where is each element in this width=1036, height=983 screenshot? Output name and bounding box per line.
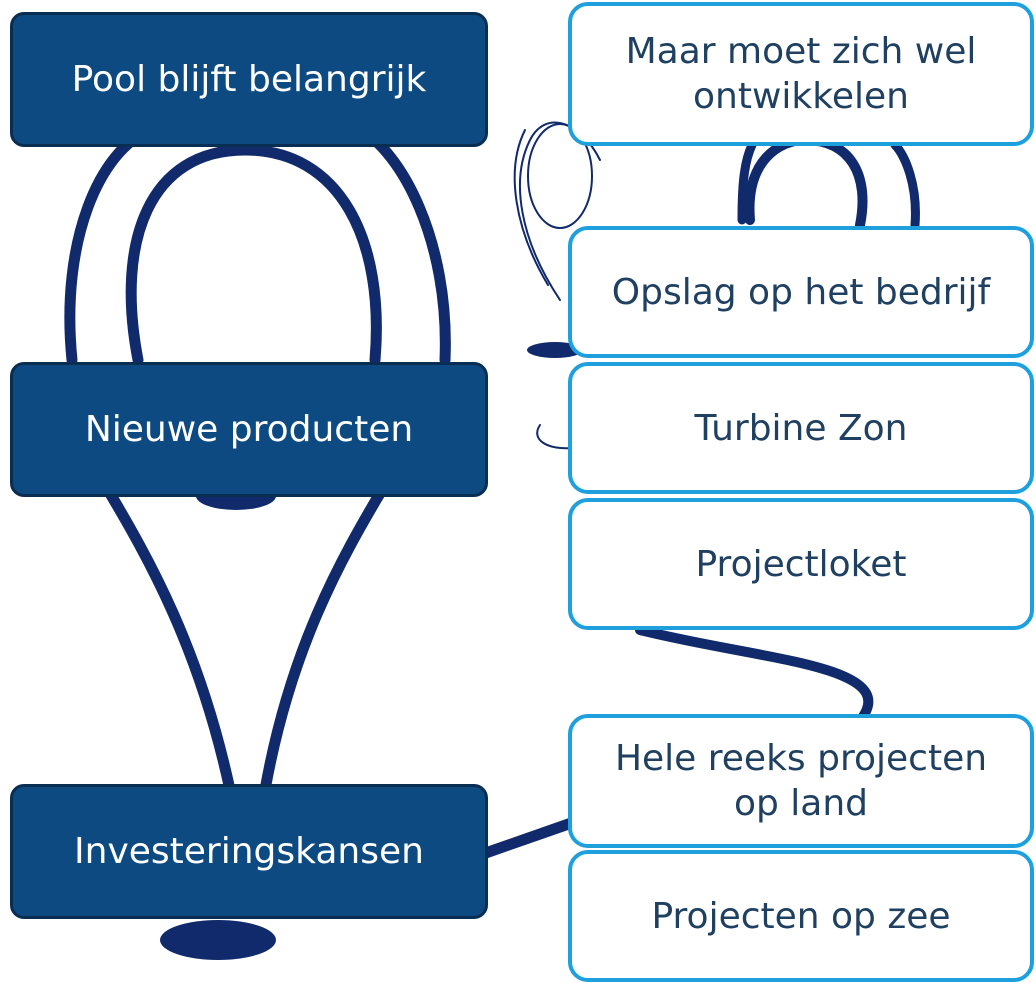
- box-label: Projectloket: [695, 543, 907, 585]
- box-investeringskansen: Investeringskansen: [10, 784, 488, 919]
- outer-loop-line: [64, 124, 451, 366]
- box-label: Hele reeks projecten op land: [614, 738, 988, 824]
- box-nieuwe-producten: Nieuwe producten: [10, 362, 488, 497]
- box-label: Opslag op het bedrijf: [611, 271, 991, 313]
- right-arch-line: [744, 134, 868, 230]
- box-label: Turbine Zon: [694, 407, 908, 449]
- box-pool-blijft-belangrijk: Pool blijft belangrijk: [10, 12, 488, 147]
- inner-loop-line: [125, 144, 382, 366]
- wavy-line: [635, 625, 874, 723]
- box-label: Projecten op zee: [651, 895, 951, 937]
- box-label: Nieuwe producten: [84, 409, 414, 450]
- box-label: Pool blijft belangrijk: [71, 59, 427, 100]
- box-hele-reeks-projecten-op-land: Hele reeks projecten op land: [568, 714, 1034, 848]
- pin-right-line: [259, 479, 391, 796]
- connector-to-land: [474, 814, 586, 861]
- pin-left-line: [99, 479, 236, 796]
- pin-base: [160, 920, 276, 960]
- box-projecten-op-zee: Projecten op zee: [568, 850, 1034, 982]
- box-maar-moet-zich-wel-ontwikkelen: Maar moet zich wel ontwikkelen: [568, 2, 1034, 146]
- box-opslag-op-het-bedrijf: Opslag op het bedrijf: [568, 226, 1034, 358]
- box-turbine-zon: Turbine Zon: [568, 362, 1034, 494]
- box-projectloket: Projectloket: [568, 498, 1034, 630]
- right-arch-outer-line: [737, 140, 920, 230]
- box-label: Maar moet zich wel ontwikkelen: [625, 31, 977, 117]
- box-label: Investeringskansen: [74, 831, 424, 872]
